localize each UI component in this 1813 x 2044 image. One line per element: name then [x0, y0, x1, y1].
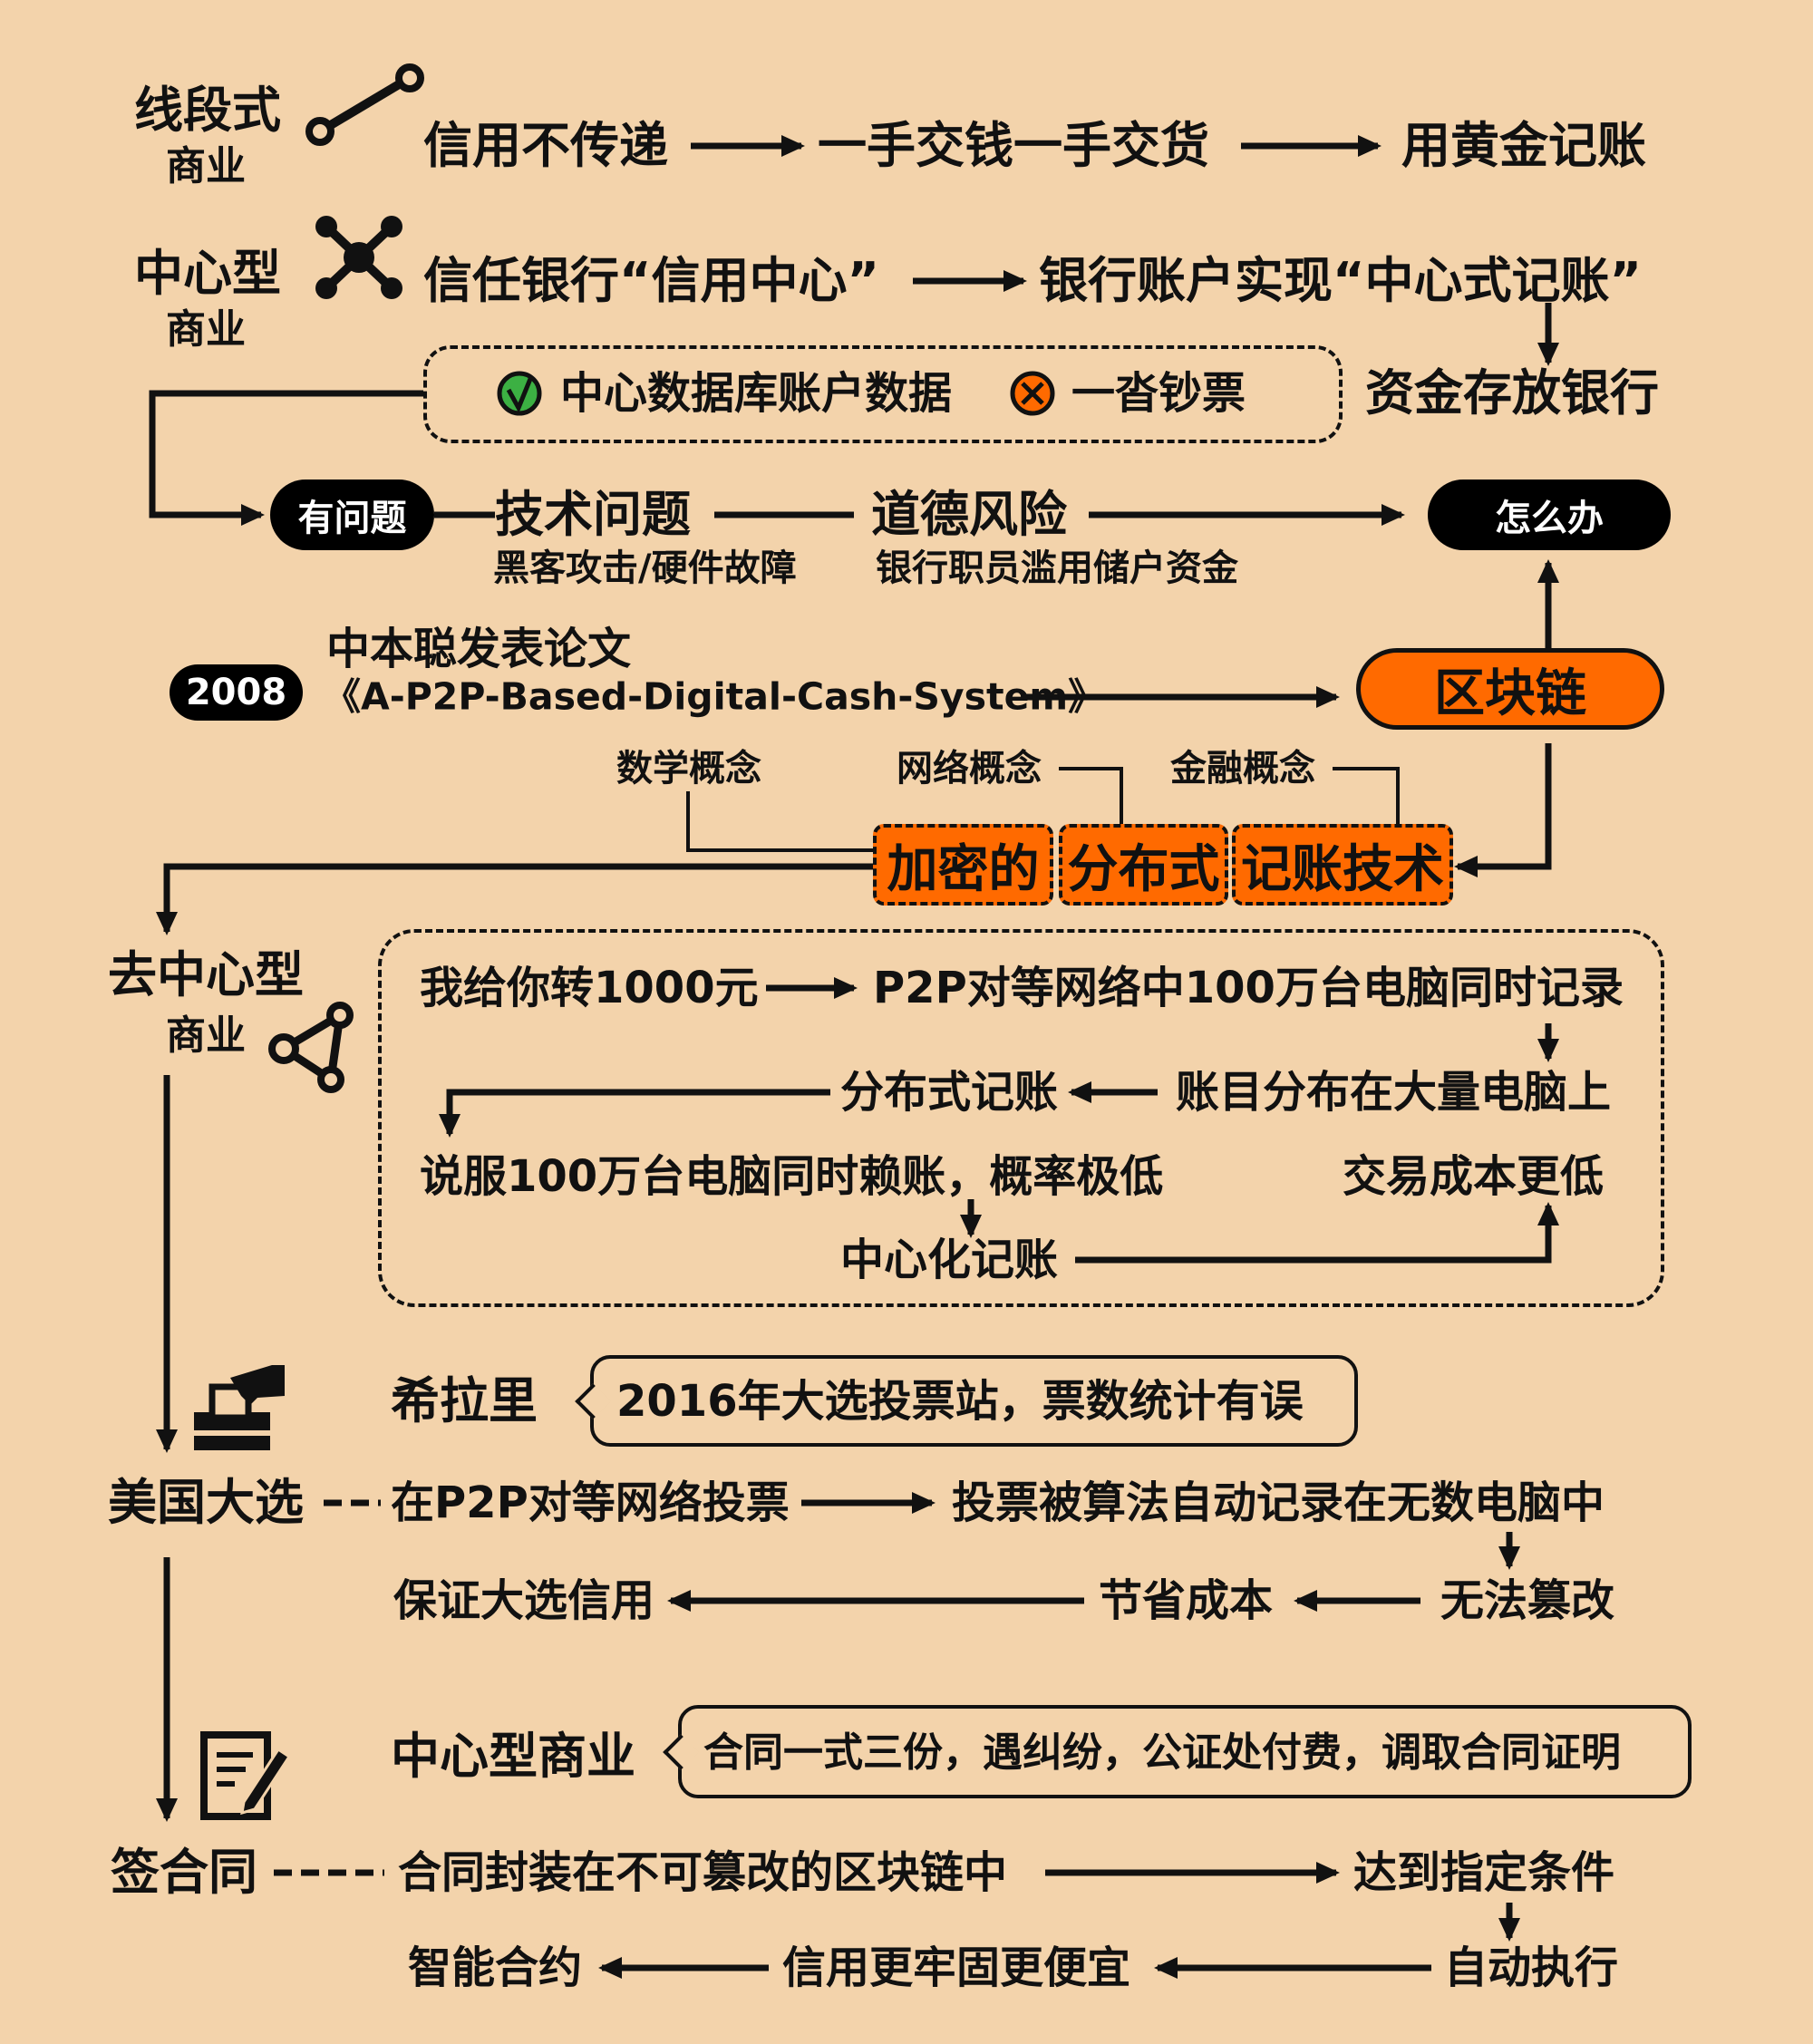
flow-text: 保证大选信用	[393, 1575, 655, 1626]
line-segment-icon	[305, 63, 424, 146]
flow-text: P2P对等网络中100万台电脑同时记录	[873, 963, 1624, 1013]
contract-callout-text: 合同一式三份，遇纠纷，公证处付费，调取合同证明	[703, 1729, 1621, 1776]
paper-title: 《A-P2P-Based-Digital-Cash-System》	[324, 674, 1106, 719]
year-pill: 2008	[170, 664, 303, 721]
flow-text: 中心化记账	[840, 1235, 1059, 1285]
arrow	[149, 390, 423, 526]
blockchain-pill: 区块链	[1356, 648, 1664, 730]
network-concept: 网络概念	[897, 748, 1042, 790]
central-db-text: 中心数据库账户数据	[560, 368, 953, 419]
arrow	[156, 863, 873, 935]
ballot-box-icon	[194, 1365, 285, 1450]
central-business-sub: 商业	[166, 306, 246, 353]
election-callout	[590, 1355, 1358, 1447]
math-concept: 数学概念	[616, 748, 761, 790]
step-text: 用黄金记账	[1401, 117, 1646, 174]
flow-text: 在P2P对等网络投票	[391, 1477, 790, 1528]
tech-problem-detail: 黑客攻击/硬件故障	[493, 547, 797, 589]
concept-connector	[1059, 767, 1123, 824]
election-label: 美国大选	[108, 1474, 304, 1531]
decentral-flow-box	[378, 929, 1664, 1307]
linear-business-sub: 商业	[166, 143, 246, 189]
contract-callout	[678, 1705, 1692, 1798]
check-icon	[497, 371, 542, 416]
finance-concept: 金融概念	[1170, 748, 1315, 790]
step-text: 资金存放银行	[1365, 364, 1659, 421]
decentral-business-sub: 商业	[166, 1012, 246, 1059]
what-to-do-pill: 怎么办	[1428, 480, 1671, 550]
step-text: 银行账户实现“中心式记账”	[1039, 252, 1642, 309]
arrow	[439, 1089, 830, 1138]
flow-text: 节省成本	[1099, 1575, 1274, 1626]
term-distributed: 分布式	[1059, 824, 1228, 906]
step-text: 一手交钱一手交货	[818, 117, 1209, 174]
concept-connector	[1333, 767, 1400, 824]
linear-business-label: 线段式	[134, 82, 281, 139]
flow-text: 自动执行	[1444, 1942, 1619, 1993]
step-text: 信用不传递	[423, 117, 668, 174]
flow-text: 合同封装在不可篡改的区块链中	[398, 1847, 1008, 1898]
election-callout-text: 2016年大选投票站，票数统计有误	[616, 1376, 1304, 1427]
arrow	[1454, 743, 1552, 877]
satoshi-paper-label: 中本聪发表论文	[326, 624, 632, 674]
central-business-label: 中心型	[134, 245, 281, 302]
x-circle-icon	[1010, 371, 1055, 416]
contract-pen-icon	[200, 1731, 291, 1820]
flow-text: 我给你转1000元	[420, 963, 759, 1013]
hub-nodes-icon	[315, 216, 402, 299]
flow-text: 交易成本更低	[1343, 1151, 1605, 1202]
hillary-label: 希拉里	[391, 1372, 538, 1429]
arrow	[1075, 1202, 1559, 1264]
flow-text: 信用更牢固更便宜	[782, 1942, 1131, 1993]
central-database-box	[423, 345, 1343, 443]
decentral-business-label: 去中心型	[108, 946, 304, 1003]
flow-text: 达到指定条件	[1353, 1847, 1615, 1898]
step-text: 信任银行“信用中心”	[423, 252, 879, 309]
central-business-contract-label: 中心型商业	[391, 1728, 635, 1785]
share-nodes-icon	[268, 1002, 354, 1093]
moral-risk: 道德风险	[871, 486, 1067, 543]
flow-text: 说服100万台电脑同时赖账，概率极低	[420, 1151, 1164, 1202]
flow-text: 投票被算法自动记录在无数电脑中	[952, 1477, 1605, 1528]
problem-pill: 有问题	[270, 480, 434, 550]
term-encrypted: 加密的	[873, 824, 1053, 906]
tech-problem: 技术问题	[495, 486, 691, 543]
concept-connector	[686, 791, 873, 852]
flow-text: 智能合约	[408, 1942, 583, 1993]
flow-text: 分布式记账	[840, 1067, 1059, 1118]
flow-text: 无法篡改	[1440, 1575, 1615, 1626]
cash-text: 一沓钞票	[1071, 368, 1246, 419]
moral-risk-detail: 银行职员滥用储户资金	[876, 547, 1238, 589]
term-ledger-tech: 记账技术	[1232, 824, 1453, 906]
flow-text: 账目分布在大量电脑上	[1176, 1067, 1612, 1118]
contract-label: 签合同	[111, 1844, 257, 1901]
